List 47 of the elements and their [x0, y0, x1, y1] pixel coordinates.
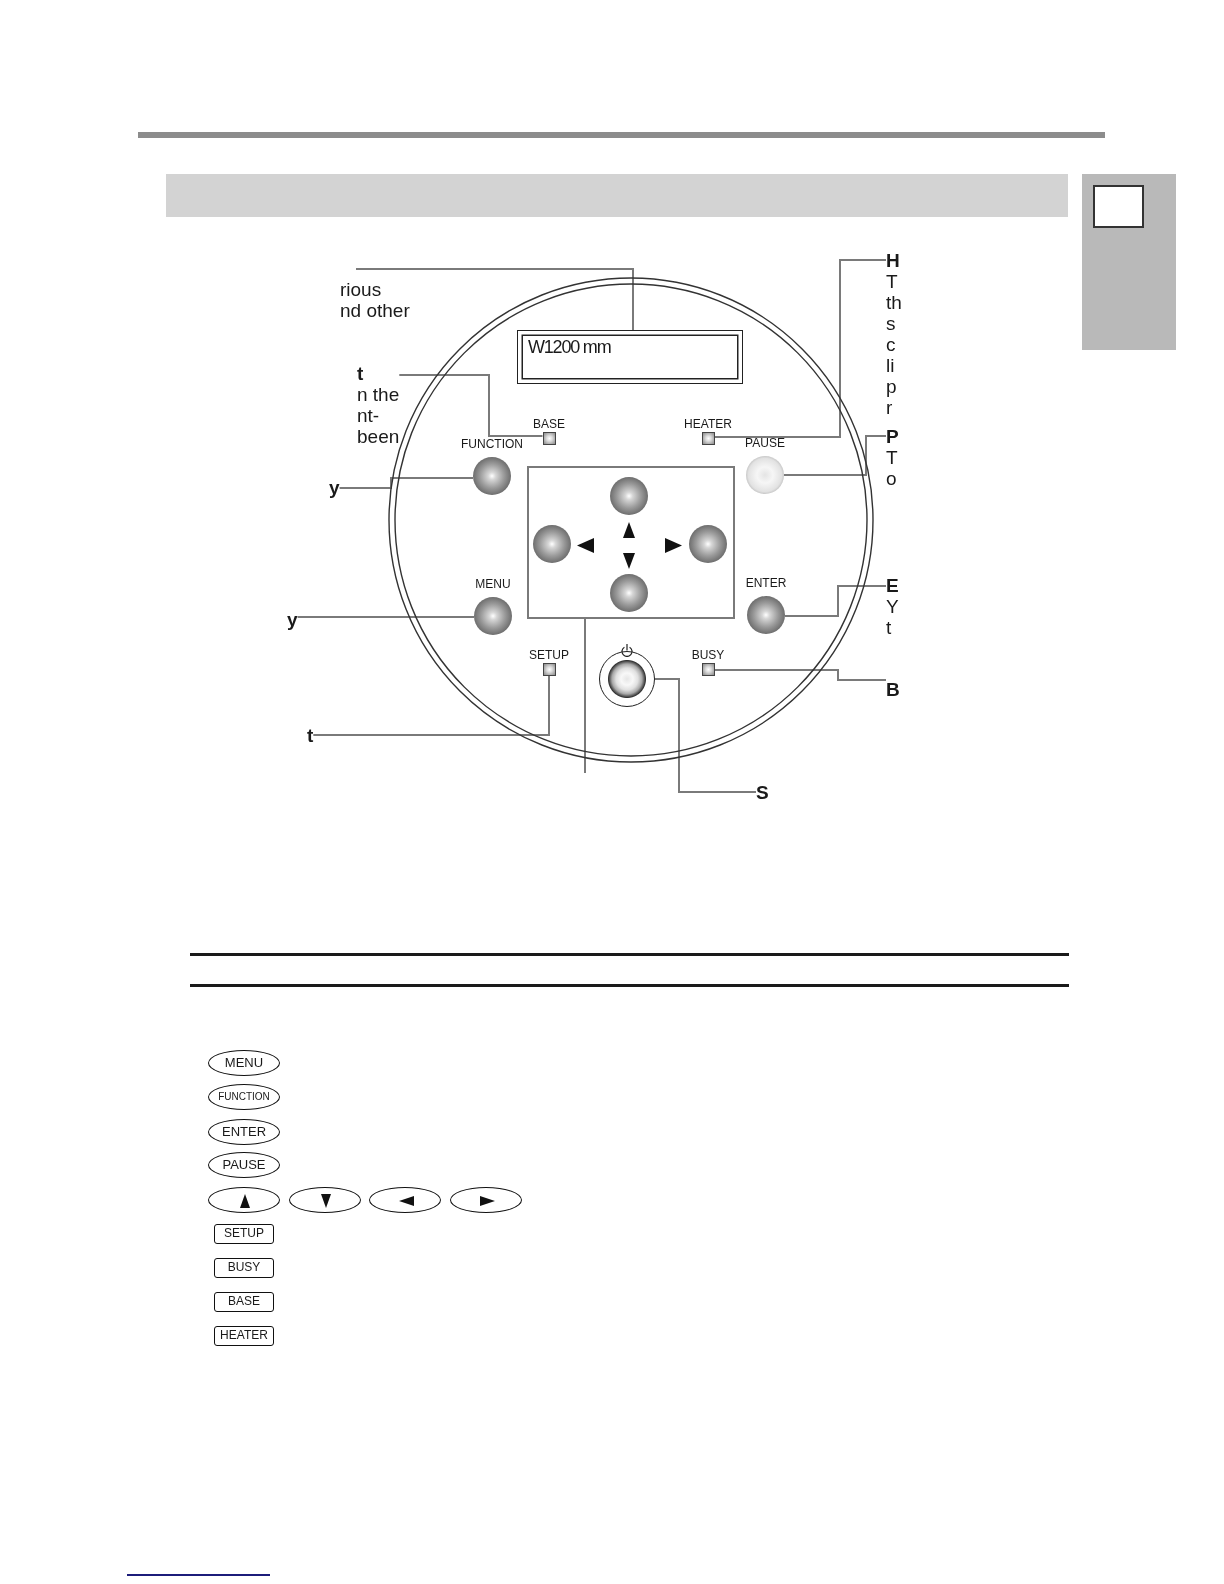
leader-line — [355, 268, 634, 331]
callout-text: rious nd other — [340, 269, 410, 321]
callout-heading: y — [287, 609, 298, 630]
callout-text: T th s c li p r — [886, 270, 902, 418]
lamp-label: SETUP — [529, 649, 569, 662]
key-label: PAUSE — [745, 437, 785, 450]
callout-heading: E — [886, 574, 899, 596]
round-key — [689, 525, 727, 563]
chapter-tab — [1082, 174, 1176, 350]
lamp-symbol: SETUP — [214, 1224, 274, 1244]
leader-line — [654, 678, 757, 793]
callout-heading: S — [756, 781, 769, 803]
callout-text: Y t — [886, 595, 899, 638]
callout-heading: B — [886, 678, 900, 700]
callout-heading: t — [357, 362, 365, 384]
leader-line — [338, 477, 474, 489]
round-key — [610, 574, 648, 612]
lamp-label: HEATER — [684, 418, 732, 431]
round-key — [610, 477, 648, 515]
leader-line — [783, 435, 887, 476]
tab-frame — [1093, 185, 1144, 228]
key-label: FUNCTION — [461, 438, 523, 451]
leader-line — [713, 669, 887, 681]
lamp-symbol: HEATER — [214, 1326, 274, 1346]
leader-line — [713, 259, 887, 438]
leader-line — [584, 618, 586, 774]
lcd-display: W1200 mm — [517, 330, 743, 384]
lamp-symbol: BASE — [214, 1292, 274, 1312]
power-switch — [599, 651, 655, 707]
lamp-label: BASE — [533, 418, 565, 431]
lamp-label: BUSY — [691, 649, 725, 662]
lamp-symbol: BUSY — [214, 1258, 274, 1278]
leader-line — [398, 374, 544, 437]
leader-line — [784, 585, 887, 617]
key-label: ENTER — [745, 577, 787, 590]
callout-text: T o — [886, 446, 899, 489]
leader-line — [296, 616, 475, 618]
callout-text: n the nt- been — [357, 383, 400, 447]
callout-heading: y — [329, 476, 340, 498]
callout-heading: t — [307, 724, 314, 746]
callout-heading: H — [886, 249, 901, 271]
leader-line — [312, 675, 550, 736]
key-label: MENU — [475, 578, 511, 591]
round-key — [533, 525, 571, 563]
cursor-key-panel — [527, 466, 735, 619]
heading-band — [166, 174, 1068, 217]
callout-heading: P — [886, 425, 899, 447]
